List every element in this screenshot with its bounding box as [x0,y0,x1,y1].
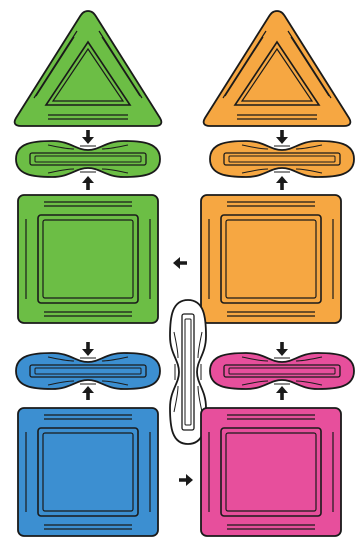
arrow-down-icon [82,342,94,356]
green-connector-piece [15,140,161,178]
green-triangle-piece [13,10,163,127]
arrow-up-icon [276,386,288,400]
arrow-down-icon [276,130,288,144]
arrow-up-icon [82,386,94,400]
green-square-piece [17,194,159,324]
arrow-left-icon [173,257,187,269]
blue-connector-piece [15,352,161,390]
orange-connector-piece [209,140,355,178]
arrow-down-icon [276,342,288,356]
arrow-up-icon [276,176,288,190]
orange-triangle-piece [202,10,352,127]
arrow-down-icon [82,130,94,144]
blue-square-piece [17,407,159,537]
pink-square-piece [200,407,342,537]
arrow-right-icon [179,474,193,486]
pink-connector-piece [209,352,355,390]
orange-square-piece [200,194,342,324]
arrow-up-icon [82,176,94,190]
